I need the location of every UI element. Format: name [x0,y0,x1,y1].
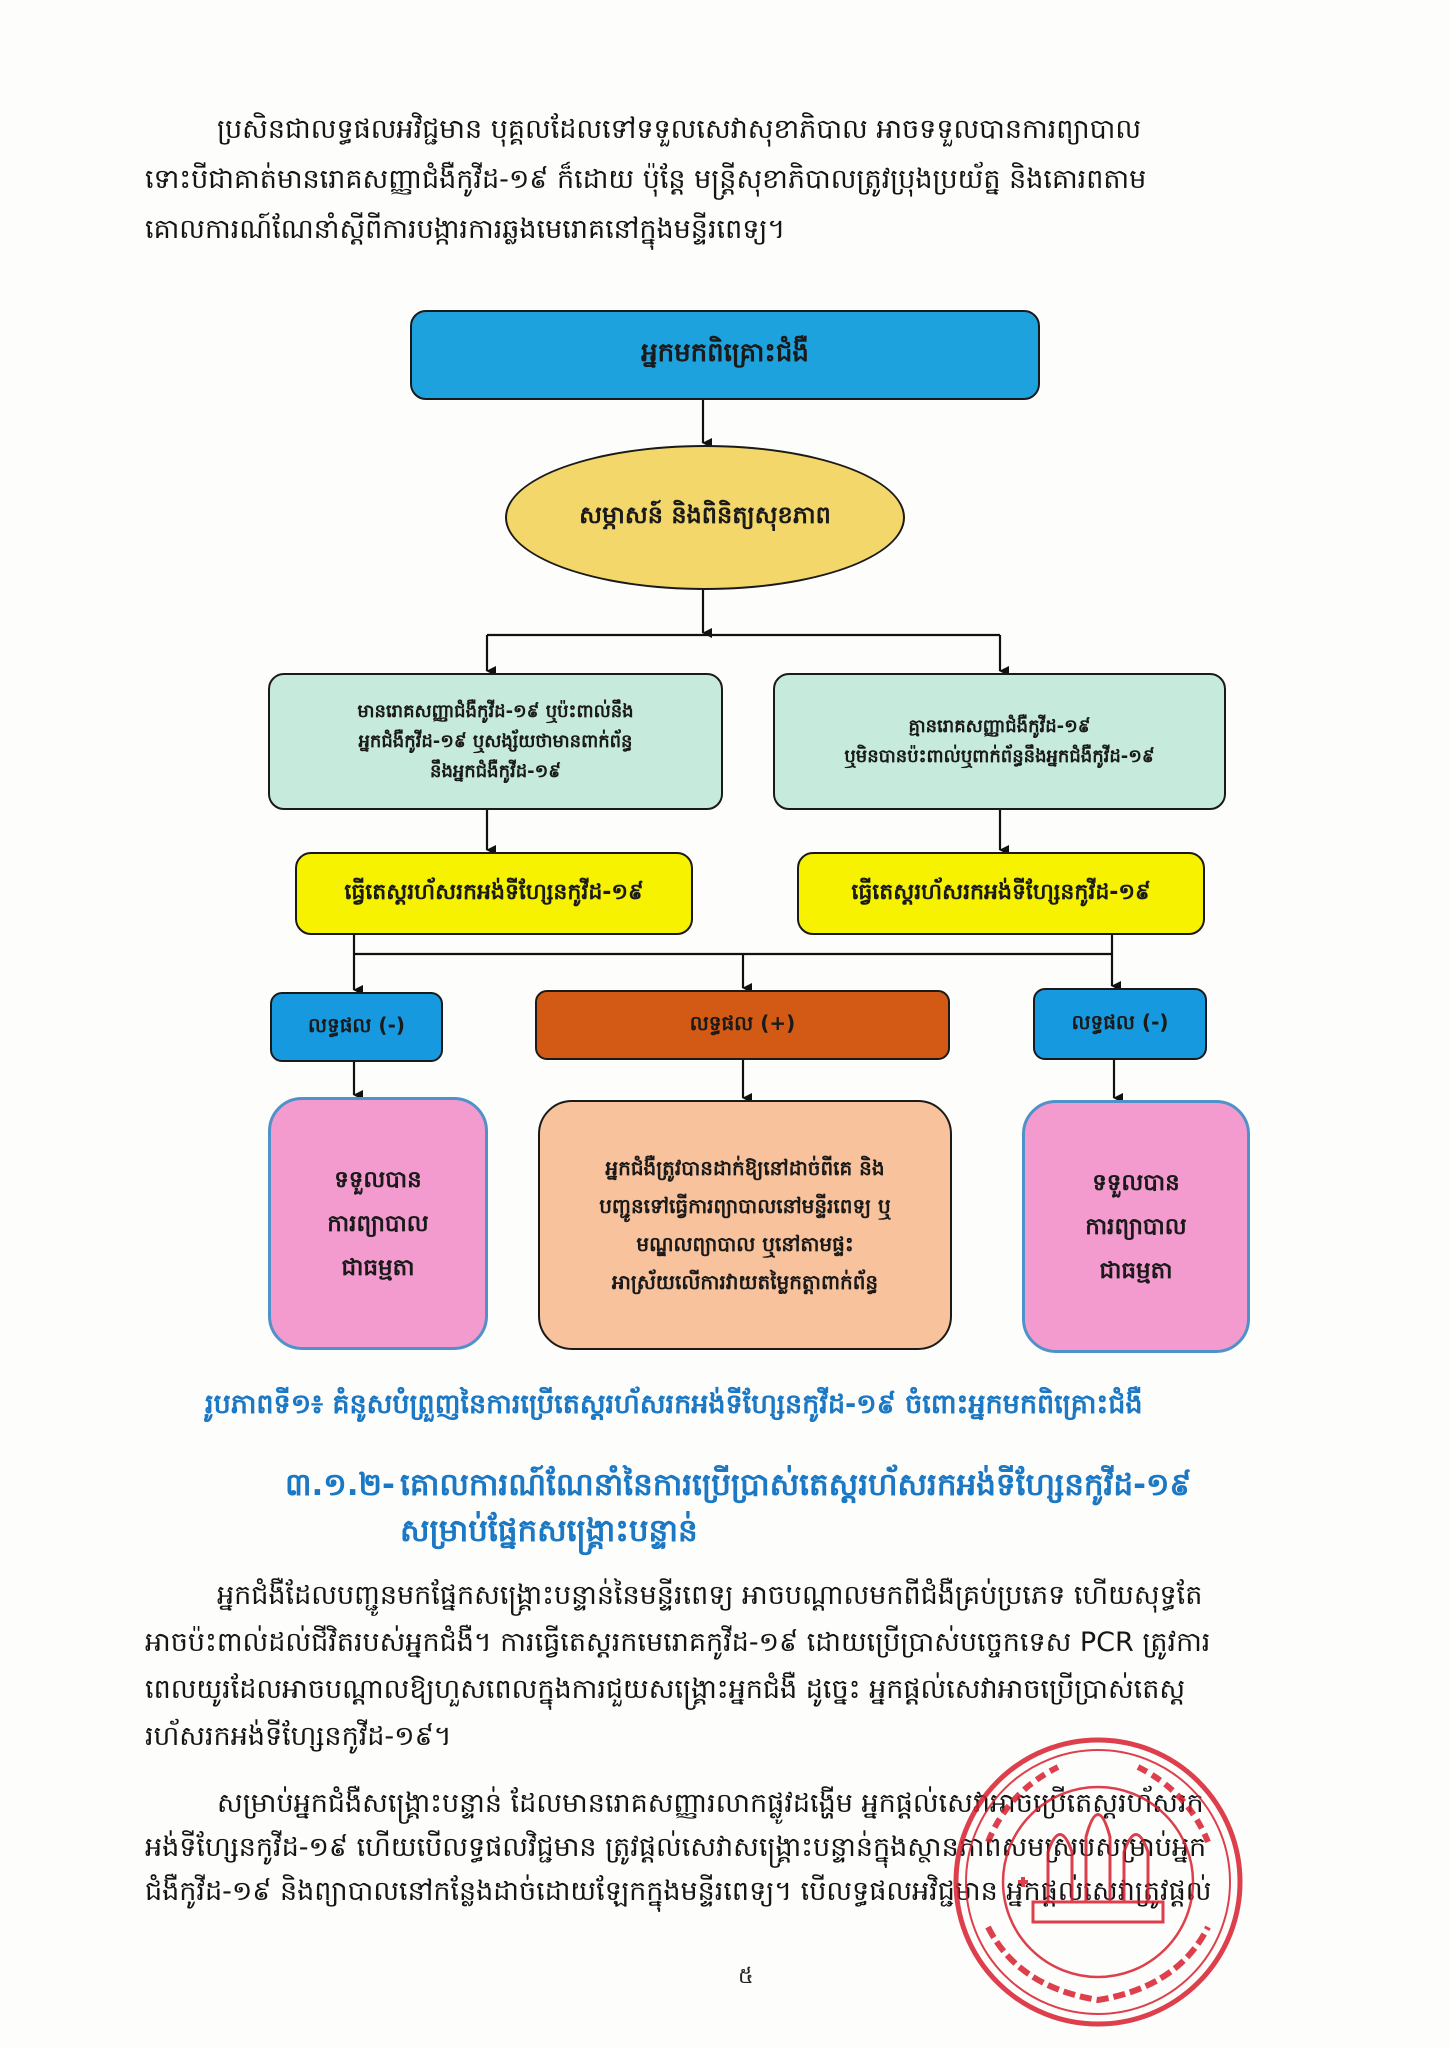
node-label-line: ជាធម្មតា [1099,1257,1173,1284]
figure-caption: រូបភាពទី១៖ គំនូសបំព្រួញនៃការប្រើតេស្តរហ័… [205,1389,1143,1420]
node-label-line: ទទួលបាន [334,1166,422,1193]
node-result-negative-right: លទ្ធផល (-) [1033,988,1207,1060]
node-label-line: ជាធម្មតា [341,1254,415,1281]
node-label-line: អាស្រ័យលើការវាយតម្លៃកត្តាពាក់ព័ន្ធ [611,1270,879,1294]
section-number: ៣.១.២- [285,1467,395,1503]
flowchart-connectors [352,400,1123,1103]
section-title-line2: សម្រាប់ផ្នែកសង្គ្រោះបន្ទាន់ [400,1513,698,1549]
node-label-line: មណ្ឌលព្យាបាល ឬនៅតាមផ្ទះ [636,1232,854,1256]
intro-paragraph: ប្រសិនជាលទ្ធផលអវិជ្ជមាន បុគ្គលដែលទៅទទួលស… [145,105,1355,255]
node-normal-treatment-right: ទទួលបាន ការព្យាបាល ជាធម្មតា [1022,1100,1250,1353]
text-line: ទោះបីជាគាត់មានរោគសញ្ញាជំងឺកូវីដ-១៩ ក៏ដោយ… [145,164,1147,195]
text-line: សម្រាប់អ្នកជំងឺសង្គ្រោះបន្ទាន់ ដែលមានរោគ… [217,1788,1204,1819]
node-label: ធ្វើតេស្តរហ័សរកអង់ទីហ្សែនកូវីដ-១៩ [344,879,644,905]
text-line: អង់ទីហ្សែនកូវីដ-១៩ ហើយបើលទ្ធផលវិជ្ជមាន ត… [145,1832,1207,1863]
text-line: ប្រសិនជាលទ្ធផលអវិជ្ជមាន បុគ្គលដែលទៅទទួលស… [217,114,1142,145]
text-line: អាចប៉ះពាល់ដល់ជីវិតរបស់អ្នកជំងឺ។ ការធ្វើត… [145,1627,1211,1658]
node-label: ធ្វើតេស្តរហ័សរកអង់ទីហ្សែនកូវីដ-១៩ [851,879,1151,905]
node-label-line: គ្មានរោគសញ្ញាជំងឺកូវីដ-១៩ [908,715,1091,737]
node-label-line: ឬមិនបានប៉ះពាល់ឬពាក់ព័ន្ធនឹងអ្នកជំងឺកូវីដ… [844,745,1155,767]
node-symptomatic: មានរោគសញ្ញាជំងឺកូវីដ-១៩ ឬប៉ះពាល់នឹង អ្នក… [268,673,723,810]
node-rapid-test-left: ធ្វើតេស្តរហ័សរកអង់ទីហ្សែនកូវីដ-១៩ [295,852,693,935]
text-line: អ្នកជំងឺដែលបញ្ជូនមកផ្នែកសង្គ្រោះបន្ទាន់ន… [217,1580,1203,1611]
text-line: ពេលយូរដែលអាចបណ្តាលឱ្យហួសពេលក្នុងការជួយសង… [145,1674,1186,1705]
text-line: គោលការណ៍ណែនាំស្តីពីការបង្ការការឆ្លងមេរោគ… [145,214,786,245]
node-label: លទ្ធផល (-) [1071,1010,1169,1034]
node-label-line: អ្នកជំងឺត្រូវបានដាក់ឱ្យនៅដាច់ពីគេ និង [605,1156,885,1180]
text-line: រហ័សរកអង់ទីហ្សែនកូវីដ-១៩។ [145,1721,452,1752]
node-label-line: នឹងអ្នកជំងឺកូវីដ-១៩ [430,760,561,782]
node-isolation-referral: អ្នកជំងឺត្រូវបានដាក់ឱ្យនៅដាច់ពីគេ និង បញ… [538,1100,952,1350]
node-label-line: បញ្ជូនទៅធ្វើការព្យាបាលនៅមន្ទីរពេទ្យ ឬ [599,1194,891,1218]
node-label: អ្នកមកពិគ្រោះជំងឺ [641,338,809,368]
paragraph-emergency: អ្នកជំងឺដែលបញ្ជូនមកផ្នែកសង្គ្រោះបន្ទាន់ន… [145,1572,1355,1760]
official-seal-icon [953,1737,1243,2027]
node-rapid-test-right: ធ្វើតេស្តរហ័សរកអង់ទីហ្សែនកូវីដ-១៩ [797,852,1205,935]
node-label-line: ការព្យាបាល [327,1210,429,1237]
node-asymptomatic: គ្មានរោគសញ្ញាជំងឺកូវីដ-១៩ ឬមិនបានប៉ះពាល់… [773,673,1226,810]
node-result-negative-left: លទ្ធផល (-) [270,992,443,1062]
node-label: សម្ភាសន៍ និងពិនិត្យសុខភាព [579,501,831,529]
node-label-line: ទទួលបាន [1092,1169,1180,1196]
section-heading: ៣.១.២-គោលការណ៍ណែនាំនៃការប្រើប្រាស់តេស្តរ… [285,1462,1191,1554]
node-label-line: ការព្យាបាល [1085,1213,1187,1240]
node-result-positive: លទ្ធផល (+) [535,990,950,1060]
node-label: លទ្ធផល (+) [689,1011,796,1035]
page-number: ៥ [738,1964,754,1989]
node-normal-treatment-left: ទទួលបាន ការព្យាបាល ជាធម្មតា [268,1097,488,1350]
node-label-line: មានរោគសញ្ញាជំងឺកូវីដ-១៩ ឬប៉ះពាល់នឹង [357,700,634,722]
node-label: លទ្ធផល (-) [307,1013,406,1037]
node-interview-exam: សម្ភាសន៍ និងពិនិត្យសុខភាព [505,445,905,590]
node-label-line: អ្នកជំងឺកូវីដ-១៩ ឬសង្ស័យថាមានពាក់ព័ន្ធ [358,730,633,752]
section-title-line1: គោលការណ៍ណែនាំនៃការប្រើប្រាស់តេស្តរហ័សរកអ… [400,1467,1192,1503]
node-patient-visit: អ្នកមកពិគ្រោះជំងឺ [410,310,1040,400]
